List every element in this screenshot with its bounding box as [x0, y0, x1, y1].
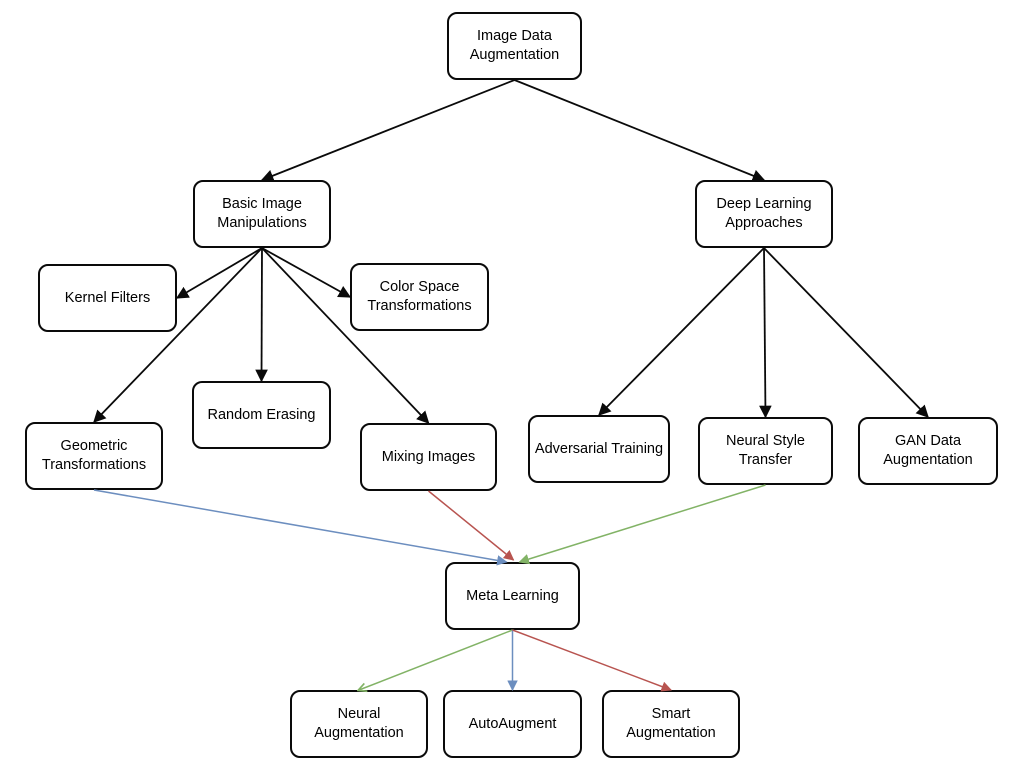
node-label: Color Space Transformations — [367, 279, 472, 314]
edge-basic-image-manipulations--color-space-transformations — [261, 247, 352, 298]
edge-deep-learning-approaches--adversarial-training — [598, 247, 765, 416]
node-label: GAN Data Augmentation — [883, 433, 973, 468]
edge-image-data-augmentation--basic-image-manipulations — [260, 79, 515, 182]
node-label: Geometric Transformations — [41, 438, 147, 473]
edge-neural-style-transfer--meta-learning — [518, 484, 766, 565]
edge-mixing-images--meta-learning — [428, 490, 515, 561]
node-autoaugment: AutoAugment — [443, 690, 582, 758]
node-label: Neural Augmentation — [314, 706, 404, 741]
node-neural-augmentation: Neural Augmentation — [290, 690, 428, 758]
node-kernel-filters: Kernel Filters — [38, 264, 177, 332]
node-label: Image Data Augmentation — [469, 28, 560, 63]
node-label: Deep Learning Approaches — [716, 196, 812, 231]
node-smart-augmentation: Smart Augmentation — [602, 690, 740, 758]
edge-image-data-augmentation--deep-learning-approaches — [514, 79, 766, 182]
node-deep-learning-approaches: Deep Learning Approaches — [695, 180, 833, 248]
node-label: Meta Learning — [466, 587, 559, 604]
node-label: Smart Augmentation — [626, 706, 716, 741]
node-label: AutoAugment — [468, 715, 557, 732]
node-gan-data-augmentation: GAN Data Augmentation — [858, 417, 998, 485]
node-mixing-images: Mixing Images — [360, 423, 497, 491]
node-label: Mixing Images — [381, 448, 476, 465]
edge-geometric-transformations--meta-learning — [93, 489, 508, 566]
edge-meta-learning--neural-augmentation — [359, 629, 513, 690]
edge-deep-learning-approaches--gan-data-augmentation — [763, 247, 929, 418]
node-meta-learning: Meta Learning — [445, 562, 580, 630]
node-label: Kernel Filters — [64, 289, 151, 306]
node-adversarial-training: Adversarial Training — [528, 415, 670, 483]
edge-basic-image-manipulations--kernel-filters — [175, 247, 263, 299]
node-label: Random Erasing — [207, 406, 316, 423]
node-label: Basic Image Manipulations — [217, 196, 307, 231]
edge-deep-learning-approaches--neural-style-transfer — [759, 247, 772, 419]
node-basic-image-manipulations: Basic Image Manipulations — [193, 180, 331, 248]
edge-meta-learning--smart-augmentation — [512, 629, 672, 692]
node-label: Neural Style Transfer — [726, 433, 805, 468]
node-image-data-augmentation: Image Data Augmentation — [447, 12, 582, 80]
node-random-erasing: Random Erasing — [192, 381, 331, 449]
node-neural-style-transfer: Neural Style Transfer — [698, 417, 833, 485]
edge-basic-image-manipulations--random-erasing — [255, 247, 268, 383]
node-label: Adversarial Training — [534, 440, 664, 457]
node-geometric-transformations: Geometric Transformations — [25, 422, 163, 490]
node-color-space-transformations: Color Space Transformations — [350, 263, 489, 331]
